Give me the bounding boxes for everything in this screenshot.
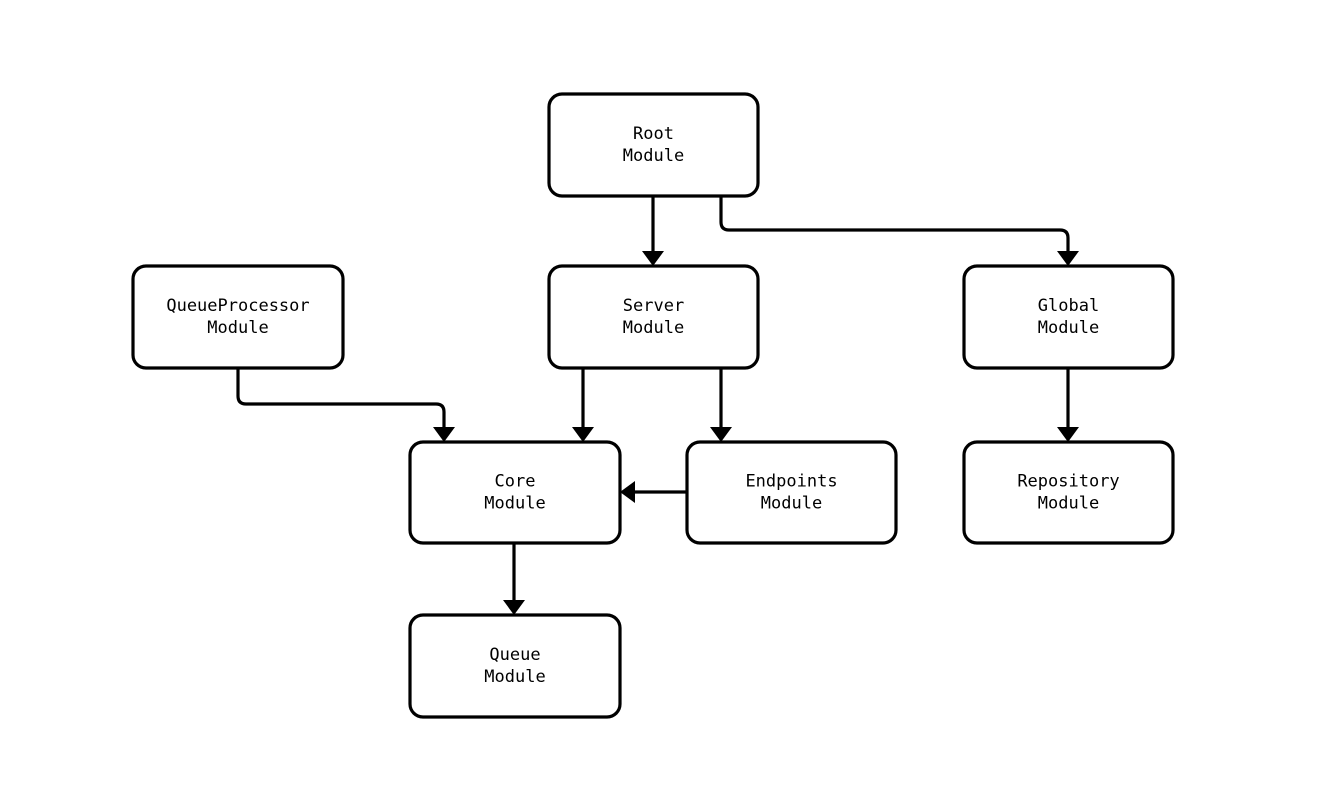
edge-root-to-global — [719, 196, 1079, 266]
edge-layer — [236, 196, 1079, 615]
node-box[interactable] — [131, 264, 345, 370]
node-label-line2: Module — [623, 146, 684, 166]
arrowhead-icon — [503, 600, 525, 615]
arrowhead-icon — [642, 251, 664, 266]
arrowhead-icon — [710, 427, 732, 442]
arrowhead-icon — [572, 427, 594, 442]
node-label-line2: Module — [484, 667, 545, 687]
node-label-line2: Module — [761, 494, 822, 514]
edge-root-to-server — [642, 196, 664, 266]
arrowhead-icon — [433, 427, 455, 442]
edge-queueprocessor-to-core — [236, 368, 455, 442]
node-label-line2: Module — [207, 318, 268, 338]
edge-server-to-core — [572, 368, 594, 442]
edge-core-to-queue — [503, 543, 525, 615]
node-box[interactable] — [962, 440, 1175, 545]
node-label-line1: Queue — [489, 645, 540, 665]
node-box[interactable] — [408, 613, 622, 719]
node-label-line1: QueueProcessor — [166, 296, 309, 316]
node-label-line1: Repository — [1017, 472, 1119, 492]
arrowhead-icon — [1057, 427, 1079, 442]
node-label-line1: Endpoints — [745, 472, 837, 492]
node-label-line1: Global — [1038, 296, 1099, 316]
node-label-line2: Module — [623, 318, 684, 338]
edge-global-to-repository — [1057, 368, 1079, 442]
node-label-line1: Core — [495, 472, 536, 492]
edge-line — [719, 196, 1070, 253]
node-box[interactable] — [547, 92, 760, 198]
arrowhead-icon — [620, 481, 635, 503]
node-label-line2: Module — [1038, 494, 1099, 514]
node-label-line2: Module — [484, 494, 545, 514]
edge-endpoints-to-core — [620, 481, 687, 503]
node-layer: RootModuleQueueProcessorModuleServerModu… — [131, 92, 1175, 719]
node-box[interactable] — [962, 264, 1175, 370]
node-label-line1: Root — [633, 124, 674, 144]
edge-server-to-endpoints — [710, 368, 732, 442]
node-label-line2: Module — [1038, 318, 1099, 338]
arrowhead-icon — [1057, 251, 1079, 266]
node-box[interactable] — [685, 440, 898, 545]
node-box[interactable] — [547, 264, 760, 370]
node-label-line1: Server — [623, 296, 684, 316]
node-box[interactable] — [408, 440, 622, 545]
edge-line — [236, 368, 446, 429]
